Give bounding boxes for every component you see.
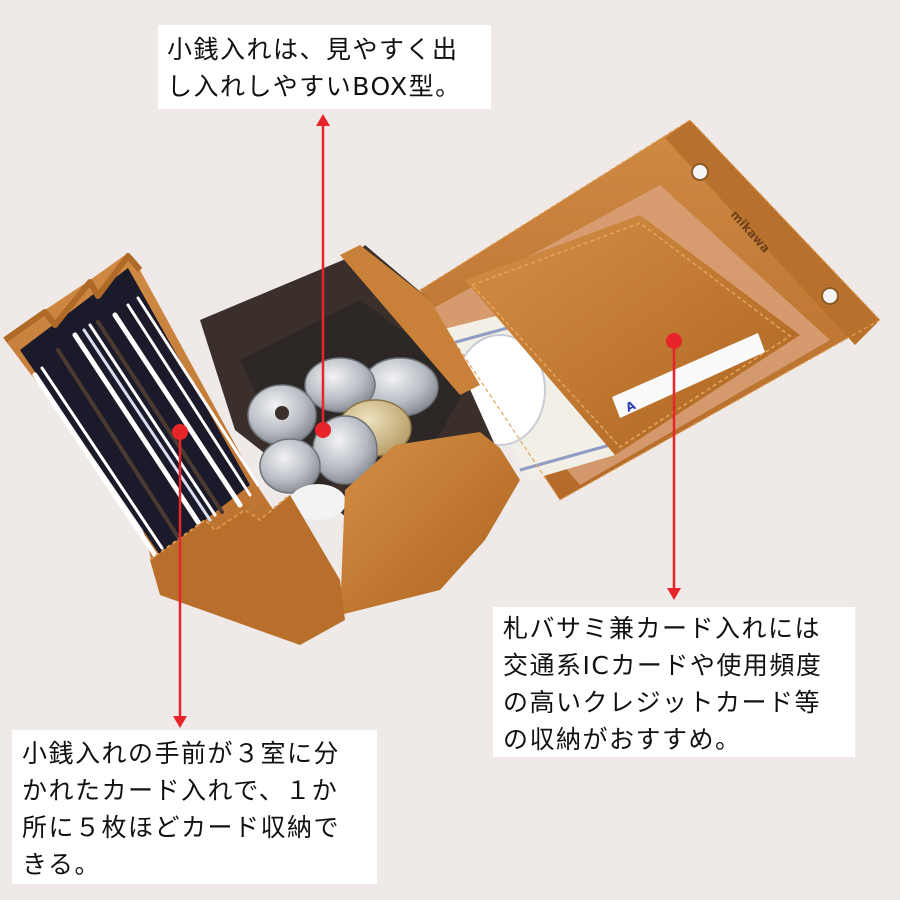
callout-line: 所に５枚ほどカード収納で xyxy=(22,813,341,842)
pointer-right xyxy=(666,333,682,600)
callout-line: の高いクレジットカード等 xyxy=(503,688,822,717)
callout-line: 小銭入れは、見やすく出 xyxy=(167,35,459,64)
coin-box xyxy=(200,245,520,615)
callout-line: 小銭入れの手前が３室に分 xyxy=(22,739,341,768)
callout-card-pockets: 小銭入れの手前が３室に分 かれたカード入れで、１か 所に５枚ほどカード収納で き… xyxy=(12,730,377,884)
callout-bill-clip: 札バサミ兼カード入れには 交通系ICカードや使用頻度 の高いクレジットカード等 … xyxy=(493,607,855,757)
card-pockets xyxy=(3,253,345,645)
callout-line: 札バサミ兼カード入れには xyxy=(503,614,822,643)
pointer-top xyxy=(315,114,331,438)
callout-coin-box: 小銭入れは、見やすく出 し入れしやすいBOX型。 xyxy=(158,25,491,109)
callout-line: かれたカード入れで、１か xyxy=(22,776,339,805)
callout-line: 交通系ICカードや使用頻度 xyxy=(503,651,823,680)
pointer-left xyxy=(172,424,188,728)
bill-section: A mikawa xyxy=(419,119,881,501)
callout-line: きる。 xyxy=(22,850,102,879)
callout-line: し入れしやすいBOX型。 xyxy=(167,72,462,101)
callout-line: の収納がおすすめ。 xyxy=(503,725,742,754)
